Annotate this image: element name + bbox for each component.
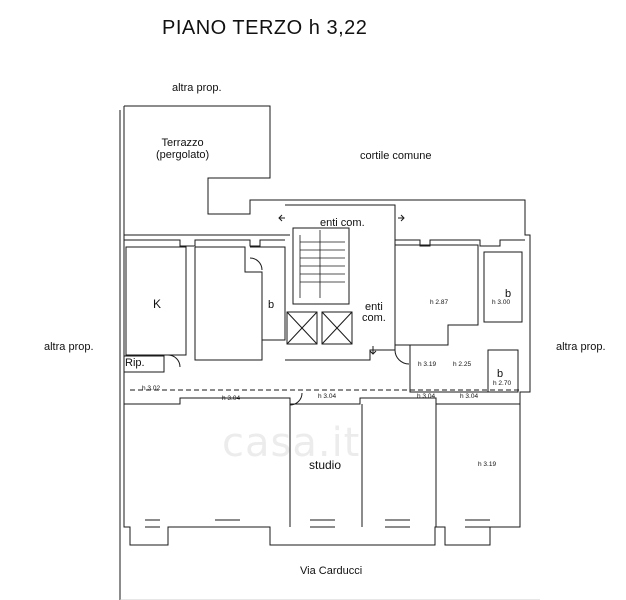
height-label: h 3.02: [142, 385, 161, 392]
kitchen-label: K: [153, 297, 162, 311]
arrow-right: [398, 214, 405, 222]
height-label: h 3.04: [417, 393, 436, 400]
height-label: h 3.19: [478, 461, 497, 468]
bath-right-top: [483, 251, 523, 323]
height-label: h 3.19: [418, 361, 437, 368]
upper-rooms-wall: [124, 239, 285, 247]
height-label: h 2.70: [493, 380, 512, 387]
stairwell: [292, 227, 350, 305]
common-area-top-label: enti com.: [320, 217, 365, 229]
storage-label: Rip.: [125, 357, 145, 369]
door-arc-1: [249, 257, 263, 271]
street-label: Via Carducci: [300, 565, 363, 577]
door-arc-4: [289, 392, 303, 406]
front-rooms-top-wall: [124, 397, 520, 405]
bath-right-bottom: [487, 349, 519, 393]
door-arc-3: [394, 349, 410, 365]
plan-title: PIANO TERZO h 3,22: [162, 17, 368, 39]
height-label: h 3.00: [492, 299, 511, 306]
west-neighbour-label: altra prop.: [44, 341, 94, 353]
courtyard-label: cortile comune: [360, 150, 432, 162]
arrow-left: [278, 214, 285, 222]
bath-right-top-label: b: [505, 288, 512, 300]
elevator-shaft-right: [321, 311, 353, 345]
bath-left-label: b: [268, 299, 275, 311]
storage-walls: [123, 355, 165, 373]
bath-right-bottom-label: b: [497, 368, 504, 380]
terrace-label: Terrazzo (pergolato): [156, 137, 210, 161]
common-area-side-label: enti com.: [362, 301, 386, 324]
elevator-shaft-left: [286, 311, 318, 345]
height-label: h 3.04: [318, 393, 337, 400]
arrow-down: [369, 346, 377, 355]
height-label: h 2.25: [453, 361, 472, 368]
height-label: h 3.04: [460, 393, 479, 400]
east-neighbour-label: altra prop.: [556, 341, 606, 353]
room-left-2: [194, 246, 263, 361]
study-label: studio: [309, 458, 342, 472]
room-right-1: [395, 244, 479, 346]
north-neighbour-label: altra prop.: [172, 82, 222, 94]
watermark-text: casa.it: [222, 420, 361, 466]
door-arc-2: [167, 354, 181, 368]
height-label: h 3.04: [222, 395, 241, 402]
right-upper-wall: [395, 239, 525, 247]
height-label: h 2.87: [430, 299, 449, 306]
corridor-right: [409, 345, 488, 393]
kitchen-walls: [125, 246, 187, 356]
common-landing: [285, 204, 396, 361]
bath-left-walls: [250, 246, 286, 341]
